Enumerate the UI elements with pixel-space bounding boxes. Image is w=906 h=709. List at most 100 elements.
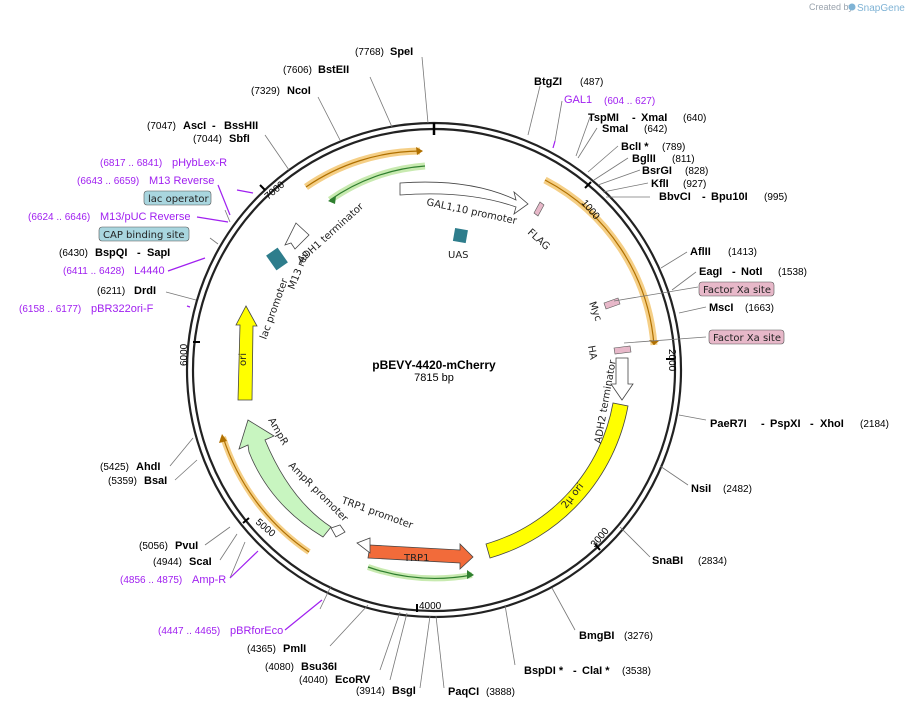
enzyme-asci[interactable]: AscI	[183, 120, 206, 132]
primer-m13puc-reverse-name[interactable]: M13/pUC Reverse	[100, 211, 190, 223]
flag-box[interactable]	[533, 201, 545, 217]
enzyme-bbvci-dash: -	[702, 191, 706, 203]
orange-orf-arc-left-line	[222, 436, 310, 553]
enzyme-bsgi[interactable]: BsgI	[392, 685, 416, 697]
flag-label: FLAG	[525, 227, 552, 253]
myc-box[interactable]	[603, 297, 621, 310]
enzyme-pmli[interactable]: PmlI	[283, 643, 306, 655]
tick-4000: 4000	[419, 601, 442, 612]
trp1-promoter-arrow[interactable]	[330, 524, 346, 538]
enzyme-bbvci[interactable]: BbvCI	[659, 191, 691, 203]
trp1-arrow[interactable]	[367, 543, 474, 570]
enzyme-paer7i-dash: -	[761, 418, 765, 430]
lac-elements-box[interactable]	[266, 247, 288, 271]
primer-m13puc-reverse-pos: (6624 .. 6646)	[28, 212, 90, 223]
enzyme-bpu10i-pos: (995)	[764, 192, 787, 203]
uas-label: UAS	[448, 250, 469, 261]
enzyme-bsrgi[interactable]: BsrGI	[642, 165, 672, 177]
enzyme-smai[interactable]: SmaI	[602, 123, 628, 135]
enzyme-bglii-pos: (811)	[672, 154, 695, 165]
ori-arrow[interactable]	[235, 305, 258, 401]
lac-operator-box[interactable]	[143, 190, 212, 206]
enzyme-drdi[interactable]: DrdI	[134, 285, 156, 297]
enzyme-pspxi[interactable]: PspXI	[770, 418, 801, 430]
primer-phyblex-r-name[interactable]: pHybLex-R	[172, 157, 227, 169]
enzyme-eagi-dash: -	[732, 266, 736, 278]
enzyme-drdi-pos: (6211)	[97, 286, 125, 297]
enzyme-xmai[interactable]: XmaI	[641, 112, 667, 124]
tick-2000: 2000	[666, 349, 677, 372]
enzyme-bcli-pos: (789)	[662, 142, 685, 153]
enzyme-msci-pos: (1663)	[745, 303, 774, 314]
created-by-label: Created by	[809, 2, 854, 12]
enzyme-paer7i[interactable]: PaeR7I	[710, 418, 747, 430]
enzyme-bcli[interactable]: BclI *	[621, 141, 649, 153]
enzyme-snabi[interactable]: SnaBI	[652, 555, 683, 567]
enzyme-xhoi-pos: (2184)	[860, 419, 889, 430]
primer-gal1-name[interactable]: GAL1	[564, 94, 592, 106]
orange-top-arrowhead	[416, 147, 423, 155]
enzyme-kfli[interactable]: KflI	[651, 178, 669, 190]
enzyme-noti[interactable]: NotI	[741, 266, 762, 278]
enzyme-asci-pos: (7047)	[147, 121, 176, 132]
enzyme-noti-pos: (1538)	[778, 267, 807, 278]
trp1-label: TRP1	[403, 553, 429, 564]
enzyme-sbfi[interactable]: SbfI	[229, 133, 250, 145]
green-orf-arc-top-line	[329, 165, 426, 201]
gal-promoter-arrow[interactable]	[399, 181, 529, 215]
ha-box[interactable]	[613, 345, 632, 355]
tick-mark-5000	[242, 517, 250, 524]
cap-binding-site-label: CAP binding site	[103, 230, 185, 241]
tick-mark-3000	[594, 543, 601, 551]
enzyme-sapi[interactable]: SapI	[147, 247, 170, 259]
two-micron-ori-arrow[interactable]	[485, 402, 629, 559]
enzyme-bglii[interactable]: BglII	[632, 153, 656, 165]
enzyme-bsshii[interactable]: BssHII	[224, 120, 258, 132]
enzyme-tspmi[interactable]: TspMI	[588, 112, 619, 124]
uas-box[interactable]	[452, 228, 468, 244]
tick-mark-7000	[259, 184, 266, 191]
tick-6000: 6000	[179, 343, 190, 366]
enzyme-paqci[interactable]: PaqCI	[448, 686, 479, 698]
trp1-promoter-arrowhead[interactable]	[356, 537, 371, 554]
enzyme-scai[interactable]: ScaI	[189, 556, 212, 568]
enzyme-pvui[interactable]: PvuI	[175, 540, 198, 552]
enzyme-msci[interactable]: MscI	[709, 302, 733, 314]
enzyme-btgzi[interactable]: BtgZI	[534, 76, 562, 88]
enzyme-ahdi-pos: (5425)	[100, 462, 129, 473]
enzyme-ecorv[interactable]: EcoRV	[335, 674, 371, 686]
factor-xa-site-box-2[interactable]	[708, 329, 785, 345]
enzyme-eagi[interactable]: EagI	[699, 266, 722, 278]
enzyme-clai[interactable]: ClaI *	[582, 665, 610, 677]
enzyme-bmgbi[interactable]: BmgBI	[579, 630, 614, 642]
enzyme-bsu36i[interactable]: Bsu36I	[301, 661, 337, 673]
primer-pbr322ori-f-name[interactable]: pBR322ori-F	[91, 303, 154, 315]
factor-xa-site-box-1[interactable]	[698, 281, 775, 297]
snapgene-logo-icon	[848, 3, 856, 11]
primer-gal1-pos: (604 .. 627)	[604, 96, 655, 107]
enzyme-bpu10i[interactable]: Bpu10I	[711, 191, 748, 203]
primer-amp-r-name[interactable]: Amp-R	[192, 574, 226, 586]
primer-pbrforeco-name[interactable]: pBRforEco	[230, 625, 283, 637]
enzyme-ncoi[interactable]: NcoI	[287, 85, 311, 97]
ampr-arrow[interactable]	[238, 419, 332, 538]
adh1-terminator-arrow[interactable]	[284, 222, 310, 250]
plasmid-size: 7815 bp	[414, 372, 454, 384]
enzyme-bsu36i-pos: (4080)	[265, 662, 294, 673]
enzyme-spei[interactable]: SpeI	[390, 46, 413, 58]
enzyme-bsai[interactable]: BsaI	[144, 475, 167, 487]
adh2-terminator-arrow[interactable]	[610, 357, 634, 401]
enzyme-bspdi[interactable]: BspDI *	[524, 665, 564, 677]
enzyme-bsai-pos: (5359)	[108, 476, 137, 487]
enzyme-aflii[interactable]: AflII	[690, 246, 711, 258]
enzyme-bspqi[interactable]: BspQI	[95, 247, 127, 259]
cap-binding-site-box[interactable]	[98, 226, 190, 242]
enzyme-xhoi[interactable]: XhoI	[820, 418, 844, 430]
enzyme-nsii[interactable]: NsiI	[691, 483, 711, 495]
green-top-arrowhead	[328, 196, 336, 204]
plasmid-name: pBEVY-4420-mCherry	[372, 358, 496, 372]
enzyme-ahdi[interactable]: AhdI	[136, 461, 160, 473]
primer-m13-reverse-name[interactable]: M13 Reverse	[149, 175, 214, 187]
enzyme-bsteii[interactable]: BstEII	[318, 64, 349, 76]
primer-l4440-name[interactable]: L4440	[134, 265, 165, 277]
